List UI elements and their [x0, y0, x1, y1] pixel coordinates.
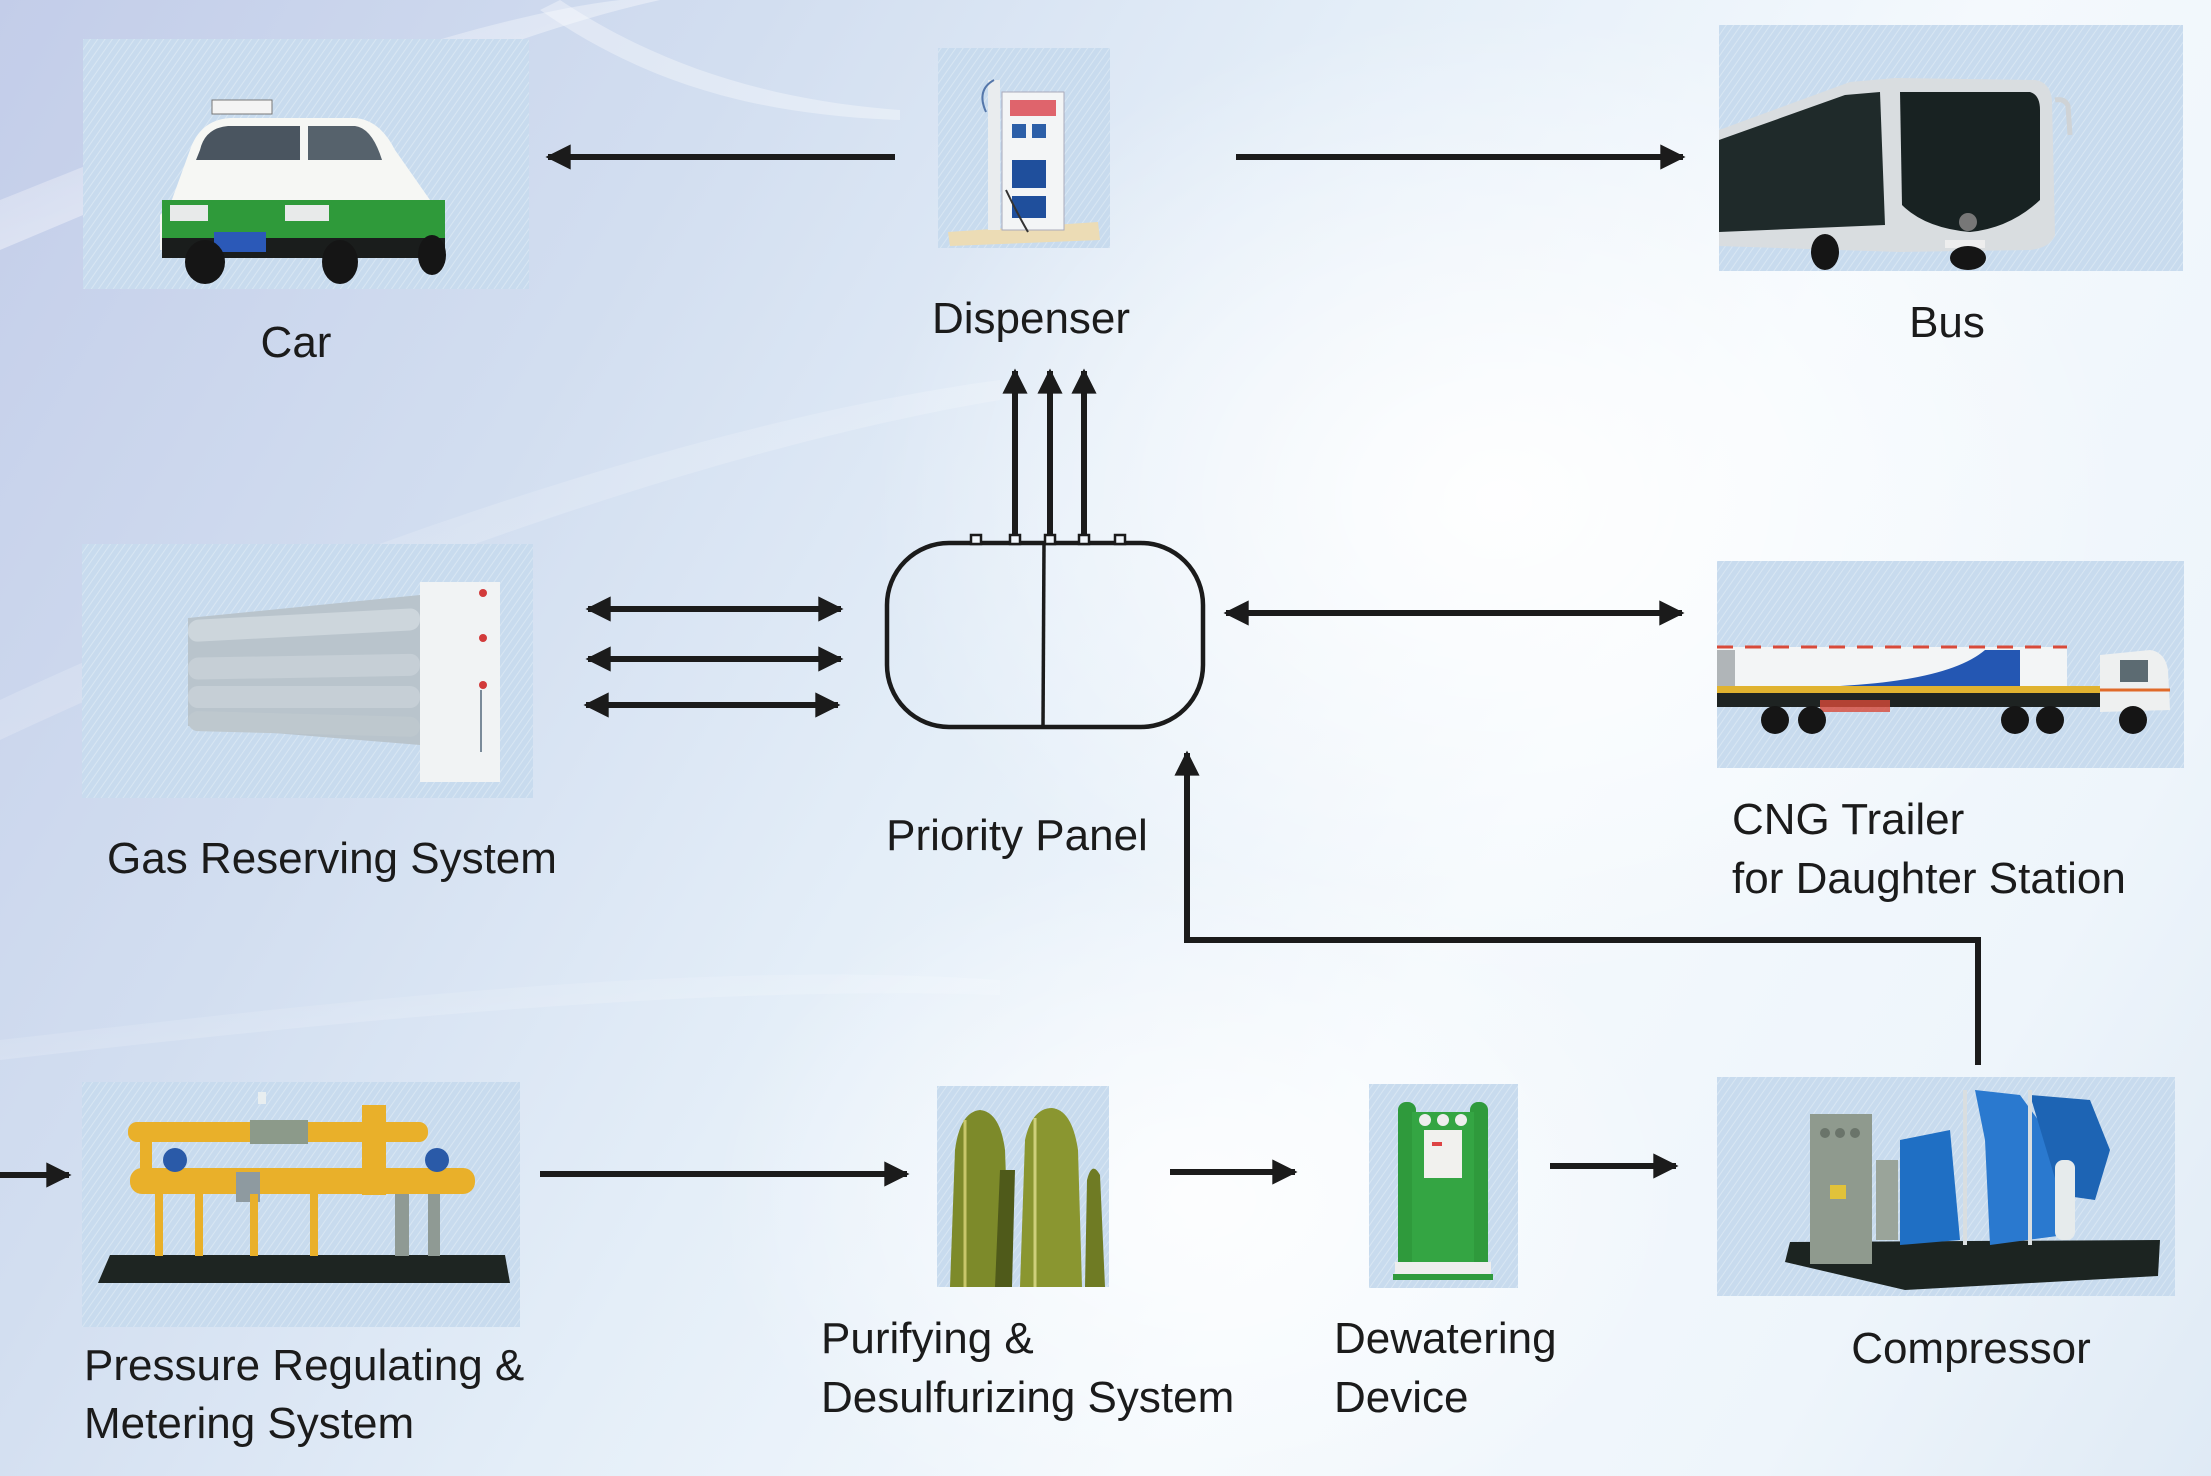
car-node[interactable]: Car — [83, 39, 529, 367]
dispenser-label: Dispenser — [932, 294, 1130, 343]
purifier-towers-icon — [950, 1108, 1105, 1287]
car-label: Car — [261, 318, 332, 367]
pressure-regulating-node[interactable]: Pressure Regulating & Metering System — [82, 1082, 524, 1448]
tube-trailer-truck-icon — [1717, 645, 2170, 734]
priority-panel-label: Priority Panel — [886, 811, 1148, 860]
arrow-compressor-to-panel — [1174, 750, 1981, 1065]
pressure-regulating-photo-frame — [82, 1082, 520, 1327]
pressure-regulating-label-line2: Metering System — [84, 1399, 414, 1448]
gas-reserving-label: Gas Reserving System — [107, 834, 557, 883]
compressor-skid-icon — [1785, 1090, 2160, 1290]
metering-skid-icon — [98, 1092, 510, 1283]
dewatering-label-line1: Dewatering — [1334, 1314, 1557, 1363]
compressor-node[interactable]: Compressor — [1717, 1077, 2175, 1373]
bus-node[interactable]: Bus — [1719, 25, 2183, 347]
dewatering-node[interactable]: Dewatering Device — [1334, 1084, 1557, 1422]
cng-trailer-label-line1: CNG Trailer — [1732, 795, 1964, 844]
gas-dispenser-icon — [948, 79, 1100, 246]
taxi-car-icon — [160, 99, 446, 284]
pressure-regulating-label-line1: Pressure Regulating & — [84, 1341, 524, 1390]
cng-trailer-node[interactable]: CNG Trailer for Daughter Station — [1717, 561, 2184, 903]
storage-cylinders-icon — [188, 582, 500, 782]
cng-trailer-label-line2: for Daughter Station — [1732, 854, 2126, 903]
dryer-unit-icon — [1393, 1102, 1493, 1280]
priority-panel-symbol-icon — [884, 533, 1206, 730]
purifying-node[interactable]: Purifying & Desulfurizing System — [821, 1086, 1234, 1422]
dewatering-label-line2: Device — [1334, 1373, 1469, 1422]
flow-arrows — [0, 144, 1981, 1188]
purifying-label-line2: Desulfurizing System — [821, 1373, 1234, 1422]
city-bus-icon — [1719, 78, 2073, 270]
priority-panel-node[interactable]: Priority Panel — [884, 533, 1206, 860]
purifying-label-line1: Purifying & — [821, 1314, 1034, 1363]
dispenser-node[interactable]: Dispenser — [932, 48, 1130, 343]
bus-label: Bus — [1909, 298, 1985, 347]
gas-reserving-node[interactable]: Gas Reserving System — [82, 544, 557, 883]
compressor-label: Compressor — [1851, 1324, 2091, 1373]
